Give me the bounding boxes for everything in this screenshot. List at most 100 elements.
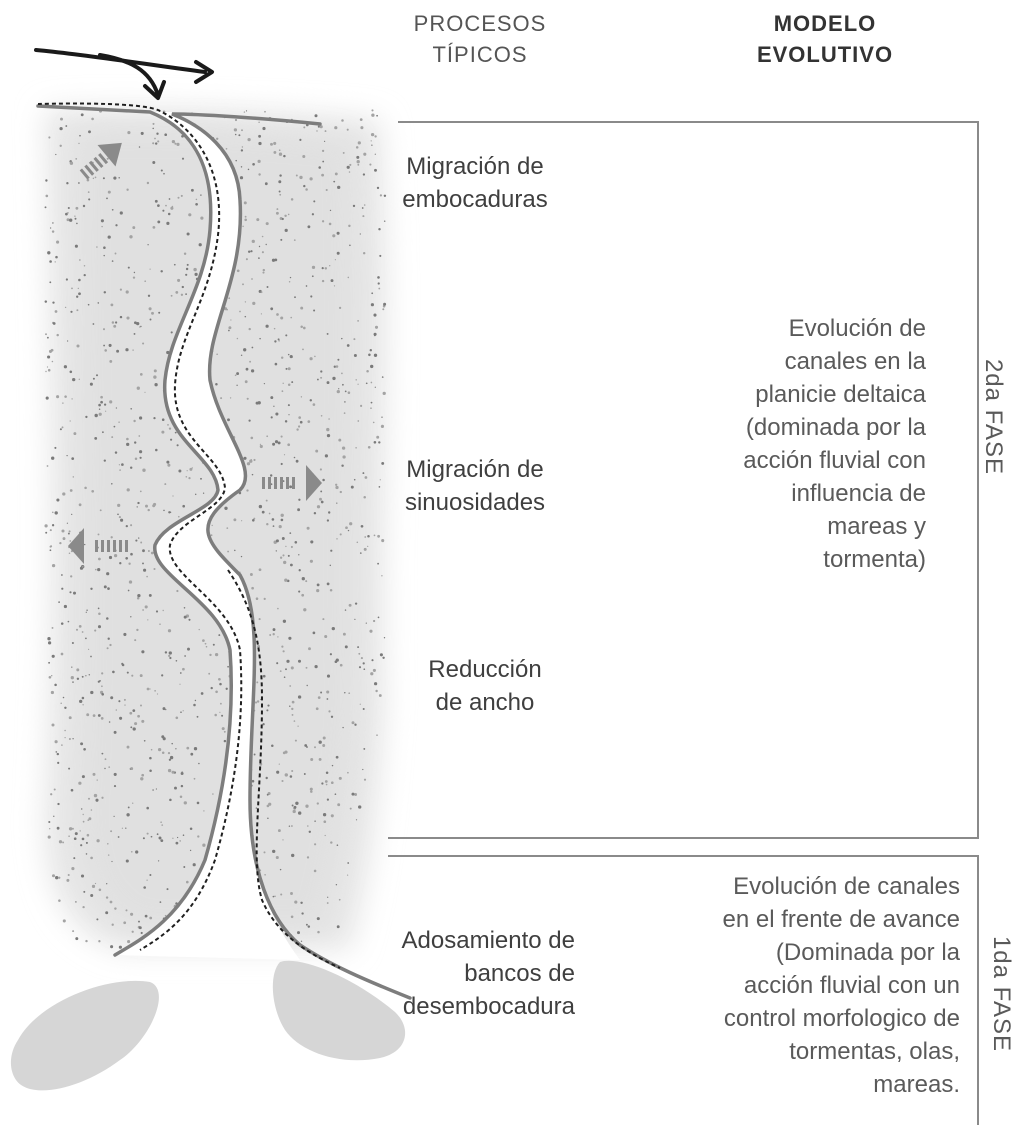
sand-speck — [299, 138, 302, 141]
sand-speck — [77, 287, 79, 290]
sand-speck — [265, 243, 267, 246]
sand-speck — [251, 278, 253, 280]
sand-speck — [141, 773, 145, 777]
sand-speck — [312, 403, 316, 406]
sand-speck — [87, 797, 91, 800]
sand-speck — [289, 355, 293, 359]
sand-speck — [132, 709, 136, 712]
sand-speck — [249, 573, 253, 576]
sand-speck — [139, 456, 142, 459]
sand-speck — [47, 637, 51, 641]
sand-speck — [98, 940, 101, 943]
sand-speck — [374, 682, 378, 686]
sand-speck — [352, 204, 356, 208]
sand-speck — [272, 525, 275, 527]
description-line: acción fluvial con un — [743, 972, 960, 999]
sand-speck — [245, 367, 249, 371]
sand-speck — [220, 397, 223, 400]
sand-speck — [320, 376, 323, 379]
sand-speck — [70, 788, 74, 792]
sand-speck — [76, 344, 80, 348]
sand-speck — [59, 428, 62, 431]
sand-speck — [256, 681, 259, 684]
sand-speck — [278, 180, 282, 184]
sand-speck — [125, 556, 129, 560]
sand-speck — [68, 530, 71, 533]
sand-speck — [270, 396, 274, 400]
sand-speck — [357, 141, 361, 145]
sand-speck — [149, 268, 151, 270]
sand-speck — [161, 430, 165, 434]
sand-speck — [86, 609, 88, 611]
sand-speck — [97, 533, 100, 536]
sand-speck — [193, 777, 196, 780]
sand-speck — [44, 524, 48, 528]
sand-speck — [333, 180, 336, 183]
sand-speck — [248, 419, 251, 422]
sand-speck — [61, 744, 63, 746]
sand-speck — [63, 365, 68, 369]
sand-speck — [171, 770, 175, 774]
sand-speck — [263, 597, 266, 601]
sand-speck — [324, 834, 326, 837]
sand-speck — [102, 177, 105, 180]
sand-speck — [278, 525, 282, 529]
sand-speck — [286, 579, 290, 583]
sand-speck — [311, 213, 315, 216]
sand-speck — [335, 365, 339, 368]
sand-speck — [344, 401, 346, 403]
sand-speck — [44, 300, 48, 303]
right-bank — [171, 112, 412, 1000]
sand-speck — [289, 276, 292, 279]
sand-speck — [108, 343, 112, 347]
sand-speck — [379, 254, 382, 257]
sand-speck — [328, 511, 331, 514]
sand-speck — [160, 821, 162, 824]
sand-speck — [309, 357, 313, 361]
sand-speck — [376, 114, 378, 117]
sand-speck — [306, 684, 308, 687]
sand-speck — [282, 619, 287, 623]
sand-speck — [244, 218, 247, 222]
sand-speck — [266, 804, 270, 808]
sand-speck — [344, 390, 347, 393]
description-line: Evolución de — [788, 315, 926, 342]
sand-speck — [297, 931, 300, 935]
sand-speck — [97, 302, 100, 304]
sand-speck — [174, 431, 177, 434]
sand-speck — [334, 259, 336, 261]
sand-speck — [372, 668, 376, 672]
sand-speck — [314, 820, 316, 822]
sand-speck — [269, 474, 273, 477]
sand-speck — [179, 683, 181, 685]
sand-speck — [361, 207, 364, 209]
sand-speck — [344, 645, 348, 649]
sand-speck — [146, 832, 149, 835]
sand-speck — [138, 537, 140, 539]
sand-speck — [156, 833, 159, 836]
sand-speck — [239, 310, 241, 313]
sand-speck — [52, 301, 55, 304]
sand-speck — [121, 463, 124, 466]
phase-frames — [388, 121, 979, 1125]
sand-speck — [109, 400, 113, 404]
sand-speck — [290, 915, 294, 919]
sand-speck — [342, 383, 344, 386]
sand-speck — [100, 400, 103, 404]
sand-speck — [185, 476, 188, 478]
sand-speck — [64, 306, 67, 309]
sand-speck — [48, 661, 51, 664]
sand-deposit — [44, 108, 387, 951]
sand-speck — [120, 518, 124, 522]
sand-speck — [67, 873, 70, 877]
sand-speck — [297, 508, 301, 512]
sand-speck — [54, 446, 57, 449]
sand-speck — [124, 704, 126, 706]
sand-speck — [383, 637, 386, 639]
sand-speck — [115, 407, 118, 409]
sand-speck — [139, 373, 143, 376]
sand-speck — [233, 518, 237, 522]
sand-speck — [103, 403, 107, 406]
sand-speck — [282, 554, 285, 557]
sand-speck — [360, 657, 363, 660]
